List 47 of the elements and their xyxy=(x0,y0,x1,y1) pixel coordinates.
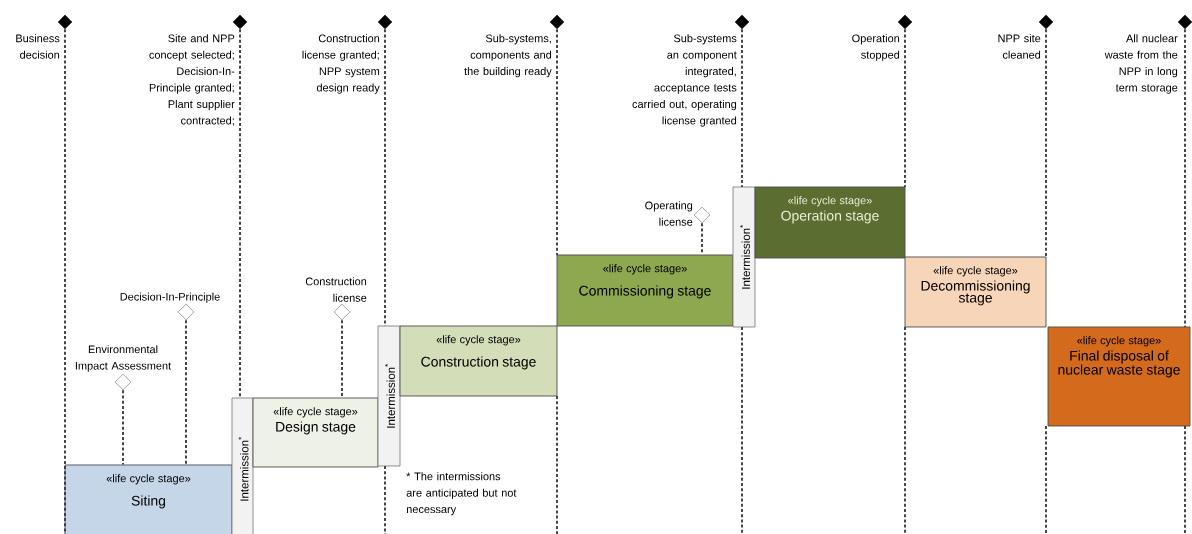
submilestone-diamond xyxy=(114,373,132,391)
milestone-diamond xyxy=(897,14,913,30)
stage-box: «life cycle stage» Decommissioning stage xyxy=(904,256,1047,328)
milestone-diamond xyxy=(734,14,750,30)
connector-line xyxy=(122,389,124,466)
milestone-caption: Operation stopped xyxy=(852,34,900,61)
lifeline xyxy=(556,28,558,534)
stage-box: «life cycle stage» Commissioning stage xyxy=(556,254,734,327)
connector-line xyxy=(185,319,187,466)
connector-line xyxy=(64,28,66,534)
milestone-caption: Operating license xyxy=(645,201,693,226)
milestone-caption: Business decision xyxy=(16,34,60,59)
milestone-caption: Environmental Impact Assessment xyxy=(75,345,172,372)
submilestone-diamond xyxy=(177,303,195,321)
intermission-bar: Intermission$^{*}$ xyxy=(732,186,756,328)
stage-box: «life cycle stage» Design stage xyxy=(252,397,379,468)
milestone-diamond xyxy=(549,14,565,30)
milestone-diamond xyxy=(57,14,73,30)
milestone-diamond xyxy=(1038,14,1054,30)
submilestone-diamond xyxy=(693,206,711,224)
stage-box: «life cycle stage» Final disposal of nuclear waste stage xyxy=(1047,326,1191,427)
milestone-caption: Sub-systems an component integrated, acceptance tests carried out, operating license granted xyxy=(632,34,737,127)
intermission-bar: Intermission$^{*}$ xyxy=(377,325,401,467)
stage-box: «life cycle stage» Siting xyxy=(64,464,233,534)
milestone-diamond xyxy=(1177,14,1192,30)
milestone-caption: All nuclear waste from the NPP in long term storage xyxy=(1104,34,1178,94)
milestone-caption: Decision-In-Principle xyxy=(120,292,220,303)
milestone-caption: Construction license xyxy=(305,277,367,302)
lifeline xyxy=(384,28,386,534)
footnote: * The intermissions are anticipated but not necessary xyxy=(406,472,517,516)
milestone-diamond xyxy=(232,14,248,30)
milestone-diamond xyxy=(377,14,393,30)
stage-box: «life cycle stage» Operation stage xyxy=(754,186,906,259)
stage-box: «life cycle stage» Construction stage xyxy=(399,325,558,397)
submilestone-diamond xyxy=(333,303,351,321)
milestone-caption: Sub-systems, components and the building ready xyxy=(464,34,552,78)
lifeline xyxy=(904,28,906,534)
lifeline xyxy=(741,28,743,534)
milestone-caption: Construction license granted; NPP system design ready xyxy=(302,34,380,94)
intermission-bar: Intermission$^{*}$ xyxy=(231,397,254,534)
milestone-caption: Site and NPP concept selected; Decision-In-Principle granted; Plant supplier contracted; xyxy=(149,34,235,126)
lifeline xyxy=(1045,28,1047,534)
milestone-caption: NPP site cleaned xyxy=(998,34,1041,59)
connector-line xyxy=(701,222,703,256)
connector-line xyxy=(341,319,343,399)
lifeline xyxy=(1184,28,1186,534)
connector-line xyxy=(239,28,241,399)
